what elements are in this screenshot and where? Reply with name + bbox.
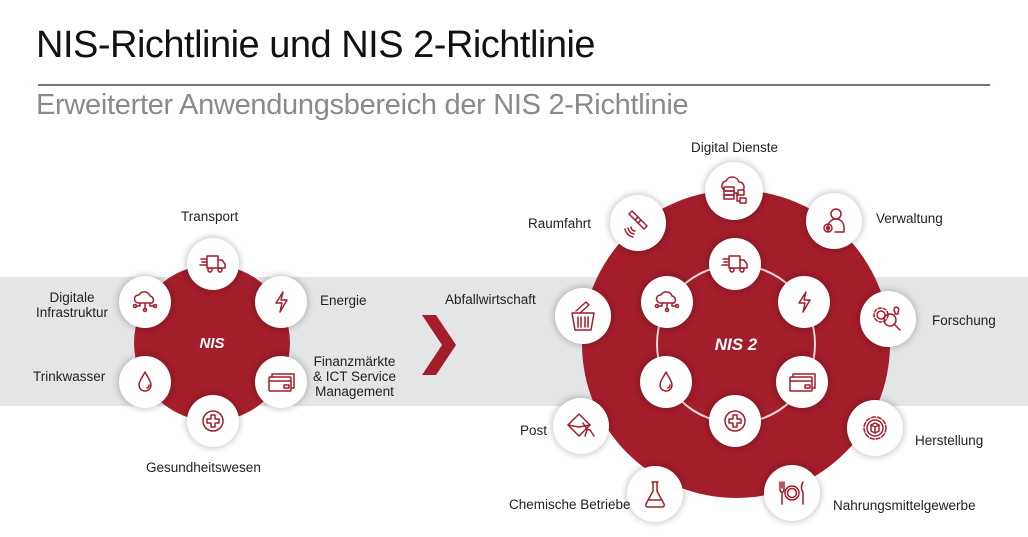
nis-center-label: NIS bbox=[199, 335, 225, 352]
nis-node-transport bbox=[187, 238, 239, 290]
user-gear-icon bbox=[823, 208, 845, 233]
nis2-node-post bbox=[553, 398, 609, 454]
page-subtitle: Erweiterter Anwendungsbereich der NIS 2-… bbox=[36, 89, 689, 121]
nis2-node-chemie bbox=[627, 466, 683, 522]
cloud-network-icon bbox=[654, 291, 680, 313]
nis2-center-label: NIS 2 bbox=[714, 335, 758, 354]
nis-label-gesundheit: Gesundheitswesen bbox=[146, 460, 261, 475]
nis2-inner-transport bbox=[709, 238, 761, 290]
nis2-inner-digital bbox=[641, 276, 693, 328]
nis2-label-post: Post bbox=[520, 423, 548, 438]
nis-node-finanz bbox=[255, 356, 307, 408]
medical-cross-icon bbox=[202, 410, 224, 432]
water-drop-icon bbox=[138, 371, 152, 392]
page-title: NIS-Richtlinie und NIS 2-Richtlinie bbox=[36, 24, 596, 66]
nis2-inner-trinkwasser bbox=[640, 356, 692, 408]
nis2-node-raumfahrt bbox=[610, 195, 666, 251]
nis2-node-digital-dienste bbox=[705, 162, 763, 220]
nis2-label-abfall: Abfallwirtschaft bbox=[445, 292, 536, 307]
title-divider bbox=[38, 84, 990, 86]
nis-label-transport: Transport bbox=[181, 209, 239, 224]
flask-icon bbox=[644, 481, 666, 508]
nis-label-digital: Digitale Infrastruktur bbox=[36, 290, 109, 320]
lightning-icon bbox=[275, 291, 288, 313]
nis2-node-herstellung bbox=[847, 400, 903, 456]
waste-bin-icon bbox=[571, 301, 595, 331]
chevron-right-icon bbox=[422, 315, 456, 375]
nis-node-gesundheit bbox=[187, 395, 239, 447]
nis2-label-chemie: Chemische Betriebe bbox=[509, 497, 631, 512]
plate-cutlery-icon bbox=[779, 481, 804, 505]
nis2-label-raumfahrt: Raumfahrt bbox=[528, 216, 592, 231]
nis-label-finanz: Finanzmärkte & ICT Service Management bbox=[313, 354, 397, 399]
truck-icon bbox=[721, 255, 748, 273]
nis2-inner-energie bbox=[778, 276, 830, 328]
water-drop-icon bbox=[659, 371, 673, 392]
cloud-network-icon bbox=[132, 291, 158, 313]
medical-cross-icon bbox=[724, 410, 746, 432]
lightning-icon bbox=[798, 291, 811, 313]
nis-node-energie bbox=[255, 276, 307, 328]
envelope-hand-icon bbox=[567, 413, 595, 437]
nis2-inner-gesundheit bbox=[709, 395, 761, 447]
nis2-node-nahrung bbox=[764, 465, 820, 521]
nis2-label-nahrung: Nahrungsmittelgewerbe bbox=[833, 498, 976, 513]
nis2-inner-finanz bbox=[776, 356, 828, 408]
research-magnifier-icon bbox=[873, 306, 901, 331]
nis2-label-herstellung: Herstellung bbox=[915, 433, 984, 448]
cloud-server-icon bbox=[721, 176, 747, 204]
nis2-label-digital-dienste: Digital Dienste bbox=[691, 140, 779, 155]
nis-label-energie: Energie bbox=[320, 293, 367, 308]
nis-node-digital bbox=[119, 276, 171, 328]
credit-card-icon bbox=[268, 373, 295, 392]
gear-box-icon bbox=[863, 416, 887, 440]
credit-card-icon bbox=[789, 373, 816, 392]
nis2-node-abfall bbox=[555, 288, 611, 344]
nis2-node-verwaltung bbox=[806, 193, 862, 249]
satellite-icon bbox=[624, 210, 648, 238]
nis2-label-verwaltung: Verwaltung bbox=[876, 211, 943, 226]
truck-icon bbox=[199, 255, 226, 273]
nis2-label-forschung: Forschung bbox=[932, 313, 996, 328]
nis-label-trinkwasser: Trinkwasser bbox=[33, 369, 106, 384]
nis2-node-forschung bbox=[860, 291, 916, 347]
nis-node-trinkwasser bbox=[119, 356, 171, 408]
